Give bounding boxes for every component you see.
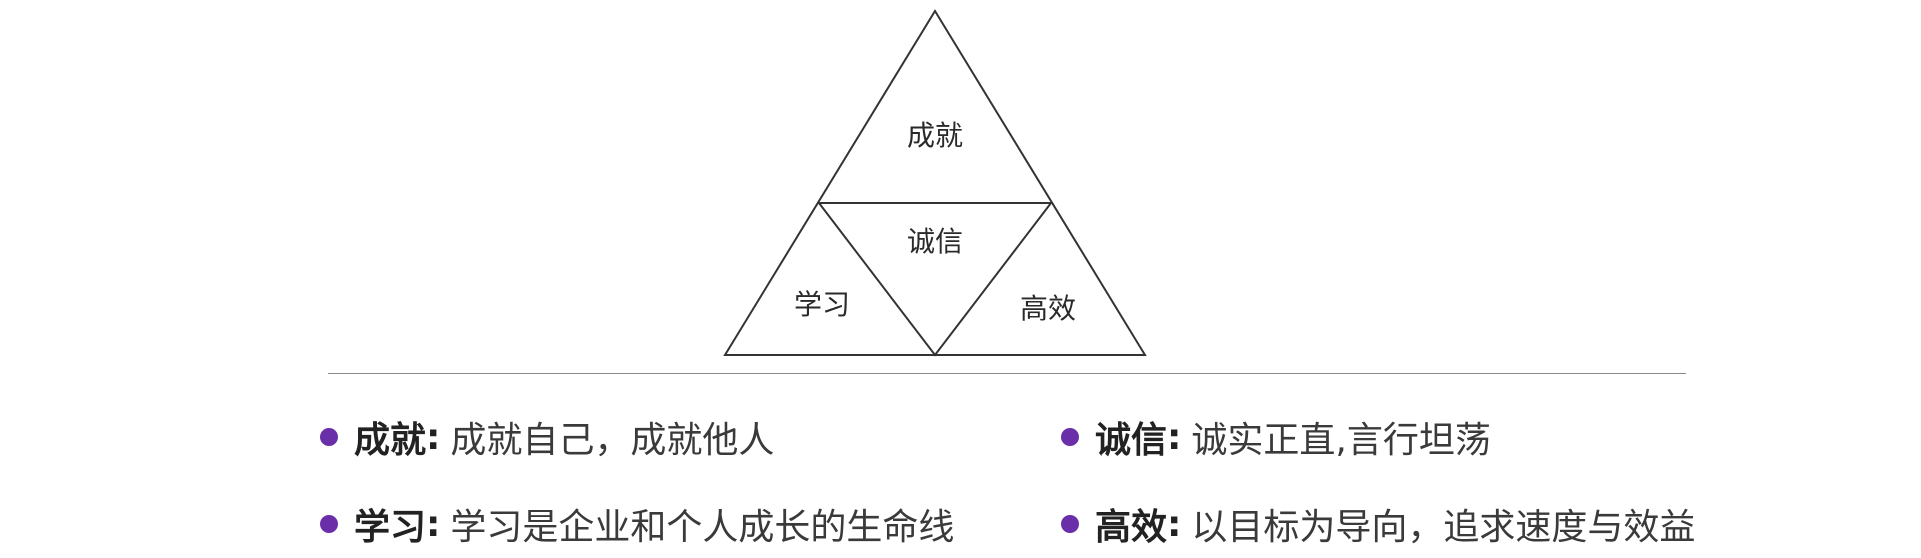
legend-term: 诚信 (1095, 420, 1168, 461)
legend-term: 成就 (354, 420, 427, 461)
legend-separator: : (426, 416, 441, 458)
triangle-label-center: 诚信 (907, 225, 963, 258)
values-triangle-diagram: 成就 诚信 学习 高效 (723, 9, 1147, 357)
legend-item-efficiency: 高效 : 以目标为导向，追求速度与效益 (1061, 500, 1695, 548)
legend-description: 诚实正直,言行坦荡 (1191, 420, 1491, 461)
legend-item-integrity: 诚信 : 诚实正直,言行坦荡 (1061, 413, 1491, 461)
legend-term: 学习 (354, 507, 427, 548)
outer-triangle (723, 9, 1147, 356)
legend-item-achievement: 成就 : 成就自己，成就他人 (320, 413, 774, 461)
legend-item-learning: 学习 : 学习是企业和个人成长的生命线 (320, 500, 954, 548)
triangle-label-left: 学习 (794, 288, 850, 321)
divider-line (328, 373, 1686, 374)
legend-separator: : (426, 503, 441, 545)
legend-description: 学习是企业和个人成长的生命线 (450, 507, 955, 548)
bullet-icon (320, 428, 338, 446)
triangle-label-top: 成就 (907, 119, 963, 152)
legend-term: 高效 (1095, 507, 1168, 548)
inner-triangle (816, 202, 1054, 357)
bullet-icon (1061, 428, 1079, 446)
triangle-label-right: 高效 (1020, 292, 1076, 325)
legend-separator: : (1167, 416, 1182, 458)
legend-separator: : (1167, 503, 1182, 545)
bullet-icon (1061, 515, 1079, 533)
legend-description: 以目标为导向，追求速度与效益 (1191, 507, 1696, 548)
bullet-icon (320, 515, 338, 533)
legend-description: 成就自己，成就他人 (450, 420, 775, 461)
